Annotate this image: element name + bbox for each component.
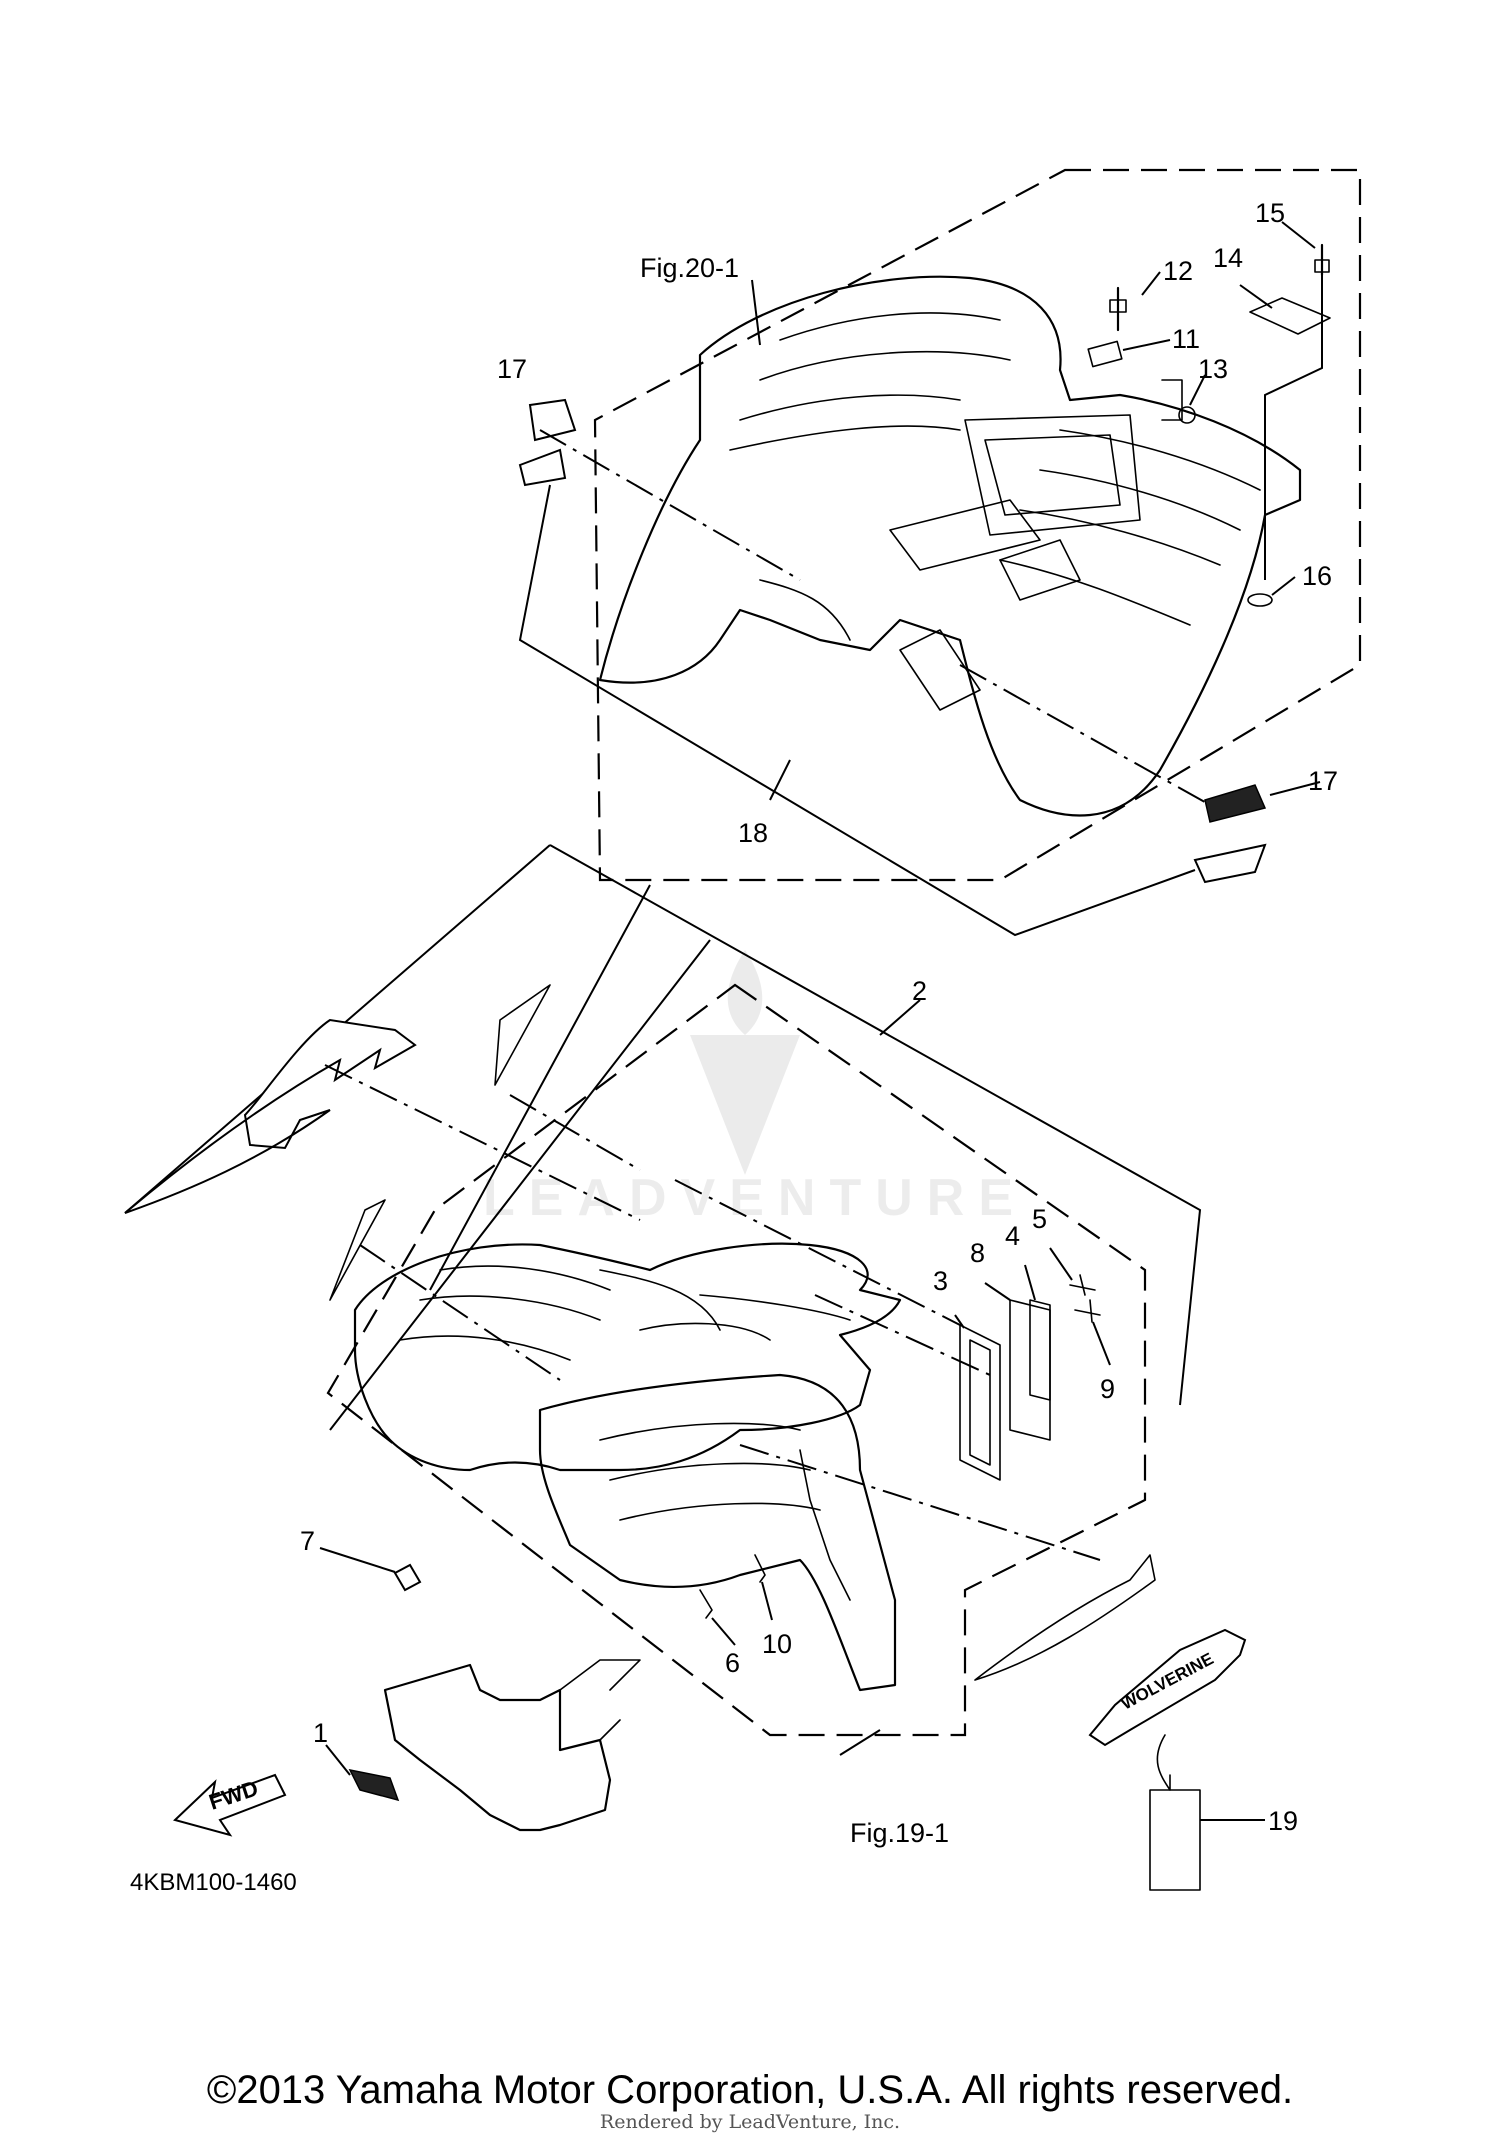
front-fender-group: WOLVERINE FWD 2 3 8 4 5 bbox=[124, 844, 1298, 1896]
leader-8 bbox=[984, 1282, 1011, 1301]
decal-stripe-left bbox=[124, 1018, 417, 1214]
tag-19-string bbox=[1156, 1734, 1171, 1791]
washer-16 bbox=[1247, 593, 1273, 607]
leader-14 bbox=[1239, 284, 1273, 309]
callout-15: 15 bbox=[1255, 198, 1285, 228]
bracket-4 bbox=[1029, 1299, 1051, 1401]
rear-fender-cargo bbox=[964, 414, 1141, 536]
callout-12: 12 bbox=[1163, 256, 1193, 286]
wolverine-stripe bbox=[974, 1554, 1156, 1681]
leader-11 bbox=[1122, 339, 1171, 351]
front-fender bbox=[353, 1242, 902, 1472]
watermark-text: LEADVENTURE bbox=[483, 1169, 1027, 1227]
callout-4: 4 bbox=[1005, 1221, 1020, 1251]
bracket-8 bbox=[1009, 1299, 1051, 1441]
callout-17-right: 17 bbox=[1308, 766, 1338, 796]
rear-fender-inner bbox=[729, 312, 1261, 626]
decal-17-right-b bbox=[1193, 843, 1267, 884]
leader-4 bbox=[1024, 1264, 1036, 1301]
wolverine-decal bbox=[1088, 1628, 1247, 1747]
leader-5 bbox=[1049, 1247, 1073, 1281]
leader-6 bbox=[711, 1617, 736, 1646]
bolt-12-head bbox=[1109, 299, 1127, 313]
front-fender-ribs bbox=[399, 1265, 851, 1361]
leader-fender-reflector bbox=[814, 1294, 991, 1376]
rendered-by: Rendered by LeadVenture, Inc. bbox=[600, 2111, 900, 2133]
front-guard-inner bbox=[559, 1659, 641, 1741]
rear-fender-group: Fig.20-1 12 15 14 11 13 16 17 17 18 bbox=[497, 168, 1362, 937]
callout-6: 6 bbox=[725, 1648, 740, 1678]
leadventure-watermark: LEADVENTURE bbox=[483, 950, 1027, 1227]
callout-13: 13 bbox=[1198, 354, 1228, 384]
leader-2 bbox=[879, 999, 921, 1036]
leader-16 bbox=[1271, 576, 1296, 596]
rear-fender-boundary bbox=[593, 168, 1362, 882]
cover-plate-14 bbox=[1249, 297, 1331, 335]
front-fender-mudguard-inner bbox=[599, 1422, 851, 1601]
sticker-7 bbox=[393, 1563, 422, 1592]
callout-1: 1 bbox=[313, 1718, 328, 1748]
fwd-arrow: FWD bbox=[173, 1773, 287, 1837]
leader-fig20 bbox=[751, 279, 761, 346]
bolt-5 bbox=[1069, 1274, 1096, 1296]
leader-3 bbox=[954, 1314, 965, 1329]
callout-11: 11 bbox=[1172, 324, 1200, 354]
decal-stripe-center bbox=[494, 984, 551, 1086]
front-assembly-outline bbox=[124, 844, 1202, 1406]
leader-1 bbox=[325, 1744, 351, 1776]
callout-3: 3 bbox=[933, 1266, 948, 1296]
figure-ref-front: Fig.19-1 bbox=[850, 1818, 949, 1848]
decal-17-left-b bbox=[518, 448, 567, 487]
leader-18 bbox=[518, 484, 1196, 937]
reflector-3-inner bbox=[969, 1339, 991, 1466]
front-guard bbox=[383, 1663, 612, 1832]
callout-5: 5 bbox=[1032, 1204, 1047, 1234]
rivet-10 bbox=[754, 1554, 766, 1583]
bolt-9 bbox=[1074, 1299, 1101, 1323]
rear-fender-rail bbox=[759, 499, 1081, 711]
callout-14: 14 bbox=[1213, 243, 1243, 273]
decal-17-right bbox=[1204, 784, 1267, 823]
callout-8: 8 bbox=[970, 1238, 985, 1268]
decal-17-left bbox=[528, 398, 577, 442]
figure-ref-rear: Fig.20-1 bbox=[640, 253, 739, 283]
leader-12 bbox=[1141, 271, 1161, 296]
clip-13-washer bbox=[1178, 406, 1196, 424]
leader-15 bbox=[1281, 221, 1316, 249]
clip-13 bbox=[1161, 379, 1183, 421]
leader-9 bbox=[1092, 1321, 1111, 1366]
leader-15-line bbox=[1264, 275, 1323, 580]
part-number: 4KBM100-1460 bbox=[130, 1869, 297, 1896]
leader-17-left bbox=[539, 429, 801, 581]
plate-11 bbox=[1087, 340, 1123, 368]
leader-front-dashes bbox=[324, 1064, 1101, 1561]
emblem-1 bbox=[348, 1768, 400, 1802]
callout-9: 9 bbox=[1100, 1374, 1115, 1404]
copyright: ©2013 Yamaha Motor Corporation, U.S.A. A… bbox=[207, 2068, 1293, 2112]
front-fender-mudguard bbox=[538, 1373, 897, 1692]
rivet-6 bbox=[699, 1589, 713, 1619]
callout-10: 10 bbox=[762, 1629, 792, 1659]
leader-7 bbox=[319, 1547, 396, 1573]
decal-stripe-small bbox=[329, 1199, 386, 1301]
leader-10 bbox=[761, 1581, 773, 1621]
tag-19 bbox=[1149, 1789, 1201, 1891]
callout-2: 2 bbox=[912, 976, 927, 1006]
rear-fender bbox=[598, 275, 1302, 817]
callout-16: 16 bbox=[1302, 561, 1332, 591]
screw-15-head bbox=[1314, 259, 1330, 273]
callout-17-left: 17 bbox=[497, 354, 527, 384]
front-assembly-stripes bbox=[329, 884, 711, 1431]
reflector-3 bbox=[959, 1324, 1001, 1481]
callout-7: 7 bbox=[300, 1526, 315, 1556]
leader-18-tag bbox=[769, 759, 791, 801]
leader-13 bbox=[1189, 374, 1206, 406]
leader-17b bbox=[1269, 781, 1321, 796]
callout-19: 19 bbox=[1268, 1806, 1298, 1836]
leader-17-right bbox=[959, 664, 1211, 806]
leader-fig19 bbox=[839, 1729, 881, 1756]
front-fender-boundary bbox=[326, 983, 1147, 1737]
callout-18: 18 bbox=[738, 818, 768, 848]
